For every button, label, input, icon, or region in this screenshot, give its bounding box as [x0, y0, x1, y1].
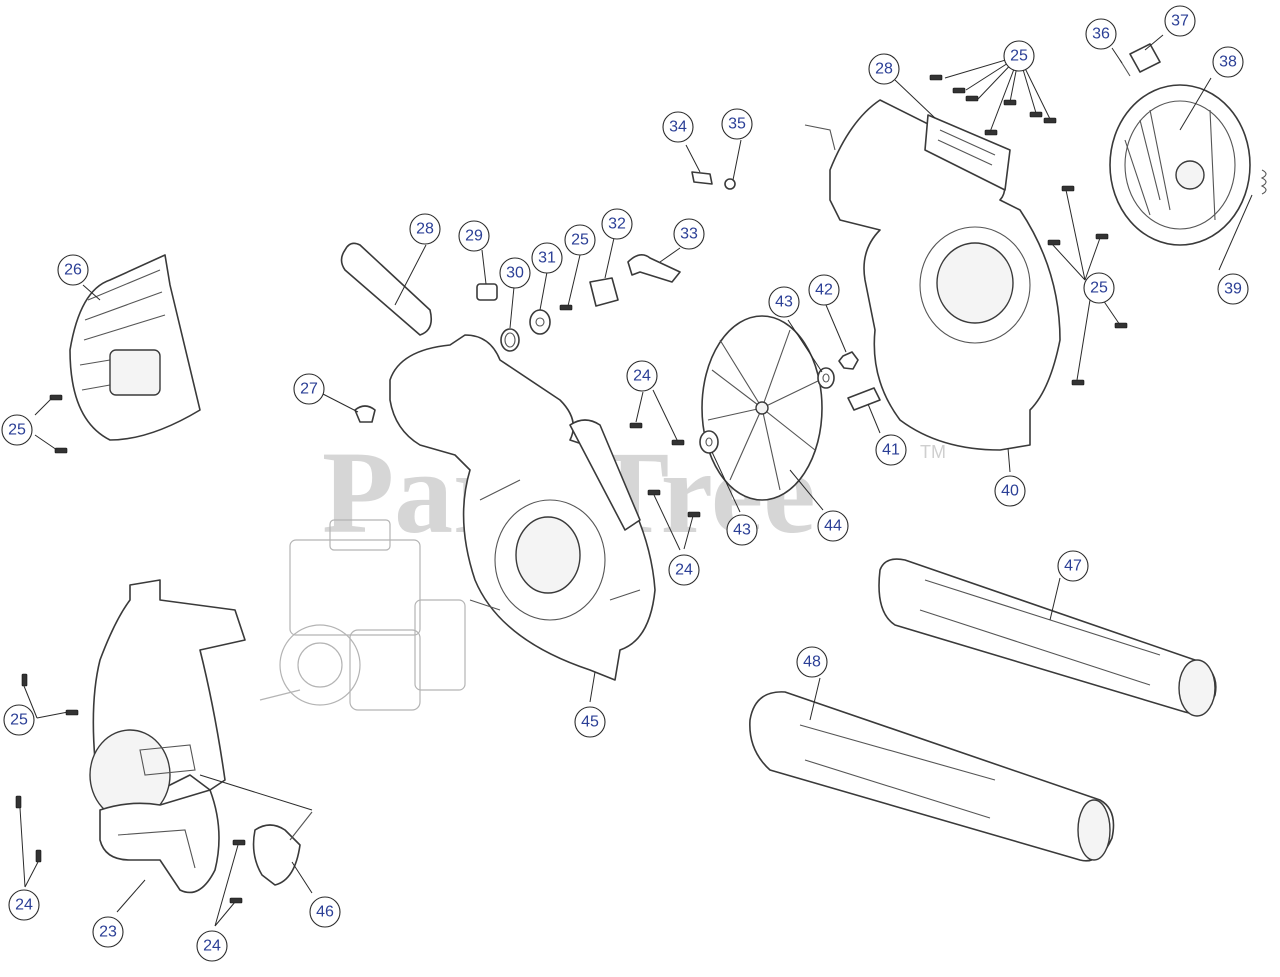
callout-41: 41 [875, 434, 907, 466]
part-30-oring [500, 328, 520, 352]
callout-label: 38 [1219, 54, 1237, 71]
callout-label: 27 [300, 381, 318, 398]
part-26-shroud [69, 254, 201, 441]
callout-32: 32 [601, 208, 633, 240]
callout-24: 24 [8, 889, 40, 921]
callout-28: 28 [409, 213, 441, 245]
part-41-bolt [847, 387, 881, 411]
callout-label: 45 [581, 714, 599, 731]
callout-label: 37 [1171, 13, 1189, 30]
callout-label: 40 [1001, 483, 1019, 500]
callout-26: 26 [57, 254, 89, 286]
part-40-volute [804, 99, 1061, 451]
callout-44: 44 [817, 510, 849, 542]
callout-25: 25 [1003, 40, 1035, 72]
callout-label: 47 [1064, 558, 1082, 575]
part-23-housing [89, 579, 246, 894]
callout-25: 25 [3, 704, 35, 736]
callout-36: 36 [1085, 18, 1117, 50]
callout-38: 38 [1212, 46, 1244, 78]
callout-label: 43 [733, 522, 751, 539]
part-28-tube [340, 242, 433, 336]
callout-label: 48 [803, 654, 821, 671]
callout-label: 26 [64, 262, 82, 279]
callout-label: 32 [608, 216, 626, 233]
leader-lines [19, 34, 1253, 927]
part-32-block [589, 277, 619, 307]
callout-46: 46 [309, 896, 341, 928]
callout-label: 23 [99, 924, 117, 941]
callout-label: 44 [824, 518, 842, 535]
part-44-fan [701, 315, 823, 501]
callout-39: 39 [1217, 273, 1249, 305]
engine-assembly [259, 519, 466, 711]
callout-label: 28 [875, 61, 893, 78]
part-46-lever [252, 811, 313, 886]
callout-40: 40 [994, 475, 1026, 507]
callout-42: 42 [808, 274, 840, 306]
callout-45: 45 [574, 706, 606, 738]
callout-27: 27 [293, 373, 325, 405]
callout-24: 24 [196, 930, 228, 962]
callout-24: 24 [668, 554, 700, 586]
callout-25: 25 [1083, 272, 1115, 304]
callout-33: 33 [673, 218, 705, 250]
callout-label: 41 [882, 442, 900, 459]
callout-label: 33 [680, 226, 698, 243]
part-45-housing [389, 334, 656, 681]
callout-label: 25 [10, 712, 28, 729]
part-38-cover [1109, 84, 1251, 246]
callout-28: 28 [868, 53, 900, 85]
callout-label: 46 [316, 904, 334, 921]
callout-label: 39 [1224, 281, 1242, 298]
callout-31: 31 [531, 242, 563, 274]
screw-set [15, 74, 1128, 904]
callout-label: 28 [416, 221, 434, 238]
callout-label: 24 [203, 938, 221, 955]
part-39-spring [1260, 169, 1267, 195]
callout-label: 25 [1010, 48, 1028, 65]
part-35-ring [724, 178, 736, 190]
callout-25: 25 [564, 224, 596, 256]
callout-label: 24 [633, 368, 651, 385]
callout-43: 43 [768, 286, 800, 318]
part-33-trigger [627, 254, 681, 283]
callout-label: 24 [15, 897, 33, 914]
callout-label: 29 [465, 228, 483, 245]
part-43-washer-upper [817, 367, 835, 389]
part-31-gear [529, 309, 551, 335]
watermark-trademark: TM [920, 442, 946, 462]
part-37-bracket [1129, 43, 1161, 73]
part-27-knob [354, 405, 376, 423]
part-43-washer-lower [699, 430, 719, 454]
callout-label: 25 [8, 422, 26, 439]
callout-24: 24 [626, 360, 658, 392]
part-34-pin [691, 171, 713, 185]
callout-43: 43 [726, 514, 758, 546]
callout-label: 43 [775, 294, 793, 311]
callout-label: 34 [669, 119, 687, 136]
part-29-clip [476, 283, 498, 301]
callout-35: 35 [721, 108, 753, 140]
callout-label: 25 [571, 232, 589, 249]
callout-label: 35 [728, 116, 746, 133]
part-47-tube [878, 558, 1217, 717]
callout-23: 23 [92, 916, 124, 948]
part-42-nut [838, 351, 859, 370]
callout-label: 36 [1092, 26, 1110, 43]
callout-label: 31 [538, 250, 556, 267]
callout-label: 42 [815, 282, 833, 299]
callout-37: 37 [1164, 5, 1196, 37]
callout-48: 48 [796, 646, 828, 678]
callout-47: 47 [1057, 550, 1089, 582]
callout-label: 25 [1090, 280, 1108, 297]
callout-25: 25 [1, 414, 33, 446]
part-48-nozzle [749, 691, 1115, 862]
callout-label: 30 [506, 265, 524, 282]
callout-30: 30 [499, 257, 531, 289]
callout-34: 34 [662, 111, 694, 143]
callout-label: 24 [675, 562, 693, 579]
callout-29: 29 [458, 220, 490, 252]
